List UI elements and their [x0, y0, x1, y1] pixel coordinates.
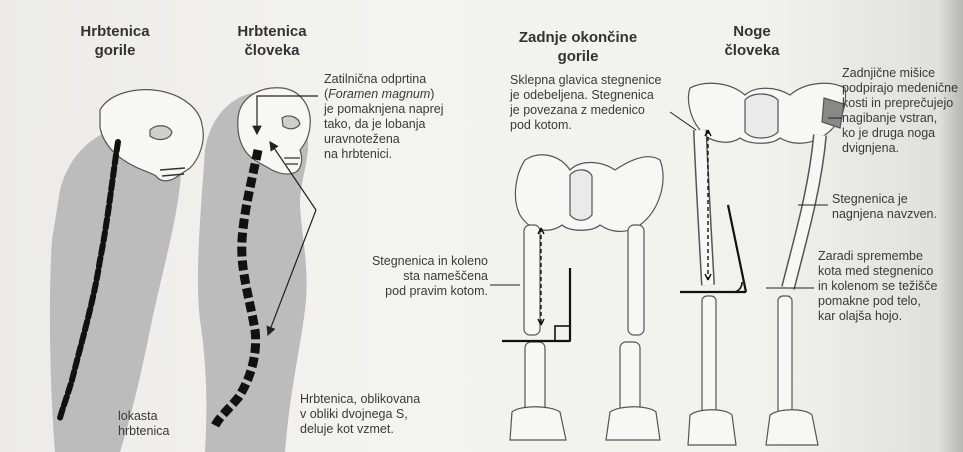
caption-line: Stegnenica je [832, 192, 954, 207]
caption-line: in kolenom se težišče [818, 279, 958, 294]
caption-line: Sklepna glavica stegnenice [510, 73, 680, 88]
caption-knee-right-angle: Stegnenica in koleno sta nameščena pod p… [356, 254, 488, 299]
caption-line: Hrbtenica, oblikovana [300, 392, 440, 407]
caption-line: Stegnenica in koleno [356, 254, 488, 269]
caption-line: uravnotežena [324, 132, 456, 147]
foramen-latin-name: Foramen magnum [328, 87, 430, 101]
caption-femur-head: Sklepna glavica stegnenice je odebeljena… [510, 73, 680, 133]
caption-arched-spine: lokasta hrbtenica [118, 409, 188, 439]
caption-line: je odebeljena. Stegnenica [510, 88, 680, 103]
caption-line: nagnjena navzven. [832, 207, 954, 222]
caption-line: kota med stegnenico [818, 264, 958, 279]
caption-femur-tilt: Stegnenica je nagnjena navzven. [832, 192, 954, 222]
heading-human-spine: Hrbtenica človeka [226, 22, 318, 60]
caption-weight-shift: Zaradi spremembe kota med stegnenico in … [818, 249, 958, 324]
caption-foramen-magnum: Zatilnična odprtina (Foramen magnum) je … [324, 72, 456, 162]
heading-human-legs: Noge človeka [710, 22, 794, 60]
caption-line: v obliki dvojnega S, [300, 407, 440, 422]
caption-line: (Foramen magnum) [324, 87, 456, 102]
caption-line: sta nameščena [356, 269, 488, 284]
heading-gorilla-legs: Zadnje okončine gorile [508, 28, 648, 66]
caption-line: tako, da je lobanja [324, 117, 456, 132]
page-gutter-shadow [939, 0, 963, 452]
caption-line: lokasta [118, 409, 188, 424]
caption-line: Zaradi spremembe [818, 249, 958, 264]
caption-line: kar olajša hojo. [818, 309, 958, 324]
caption-line: je povezana z medenico [510, 103, 680, 118]
gorilla-pelvis-and-legs [510, 155, 663, 440]
caption-line: na hrbtenici. [324, 147, 456, 162]
caption-line: pod kotom. [510, 118, 680, 133]
caption-line: deluje kot vzmet. [300, 422, 440, 437]
caption-line: pod pravim kotom. [356, 284, 488, 299]
caption-line: je pomaknjena naprej [324, 102, 456, 117]
heading-gorilla-spine: Hrbtenica gorile [74, 22, 156, 60]
caption-line: hrbtenica [118, 424, 188, 439]
caption-line: pomakne pod telo, [818, 294, 958, 309]
caption-s-spine: Hrbtenica, oblikovana v obliki dvojnega … [300, 392, 440, 437]
caption-line: Zatilnična odprtina [324, 72, 456, 87]
paren-close: ) [430, 87, 434, 101]
